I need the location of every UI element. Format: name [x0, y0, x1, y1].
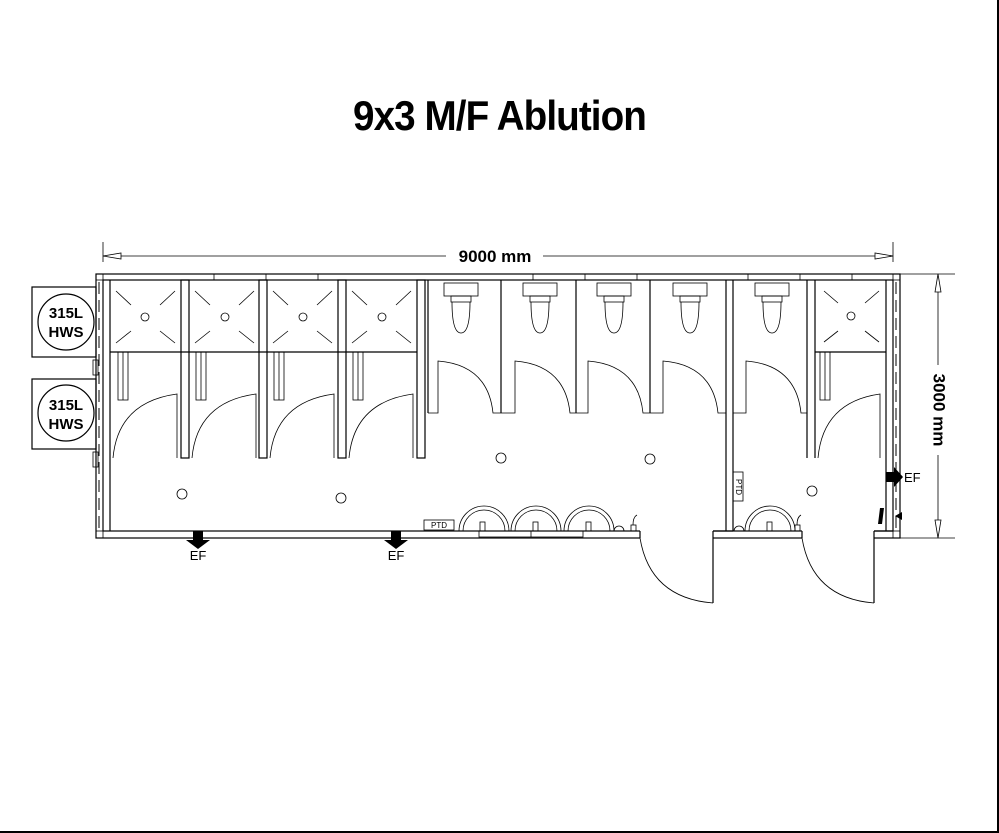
svg-text:EF: EF	[388, 548, 405, 563]
svg-text:HWS: HWS	[49, 324, 84, 341]
hws-unit-1: 315L HWS	[31, 286, 97, 358]
svg-text:EF: EF	[190, 548, 207, 563]
ptd-right: PTD	[732, 471, 744, 502]
basins-main	[458, 505, 638, 532]
svg-text:HWS: HWS	[49, 416, 84, 433]
right-room	[733, 280, 887, 531]
height-dimension: 3000 mm	[900, 273, 955, 539]
entry-doors	[639, 530, 893, 604]
basin-right	[733, 505, 802, 532]
exhaust-fan-1: EF	[186, 531, 210, 563]
floor-wastes	[176, 452, 818, 504]
exhaust-fan-2: EF	[384, 531, 408, 563]
outer-walls	[95, 273, 901, 539]
hws-unit-2: 315L HWS	[31, 378, 97, 450]
svg-text:315L: 315L	[49, 305, 83, 322]
svg-text:EF: EF	[904, 470, 921, 485]
vent-arrow-icon	[878, 508, 902, 524]
exhaust-fan-3: EF	[886, 467, 921, 487]
height-dimension-label: 3000 mm	[930, 374, 949, 447]
toilet-cubicles-main	[427, 280, 734, 531]
svg-text:PTD: PTD	[734, 479, 743, 495]
ptd-main: PTD	[423, 519, 455, 531]
width-dimension: 9000 mm	[102, 242, 894, 266]
svg-text:PTD: PTD	[431, 521, 447, 530]
svg-text:315L: 315L	[49, 397, 83, 414]
shower-cubicles-main	[110, 279, 426, 459]
drawing-title: 9x3 M/F Ablution	[353, 92, 647, 139]
width-dimension-label: 9000 mm	[459, 247, 532, 266]
